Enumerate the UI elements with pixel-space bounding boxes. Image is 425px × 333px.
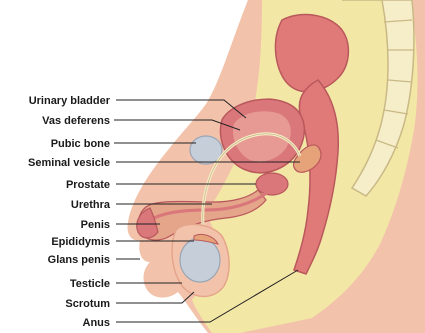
label-urinary-bladder: Urinary bladder (29, 95, 111, 107)
label-penis: Penis (81, 219, 110, 231)
label-prostate: Prostate (66, 179, 110, 191)
label-testicle: Testicle (70, 278, 110, 290)
label-pubic-bone: Pubic bone (51, 138, 110, 150)
labels: Urinary bladder Vas deferens Pubic bone … (28, 95, 111, 329)
label-anus: Anus (83, 317, 111, 329)
label-vas-deferens: Vas deferens (42, 115, 110, 127)
label-glans-penis: Glans penis (48, 254, 110, 266)
label-urethra: Urethra (71, 199, 111, 211)
prostate (256, 173, 288, 195)
testicle (180, 238, 220, 282)
label-seminal-vesicle: Seminal vesicle (28, 157, 110, 169)
label-scrotum: Scrotum (65, 298, 110, 310)
label-epididymis: Epididymis (51, 236, 110, 248)
